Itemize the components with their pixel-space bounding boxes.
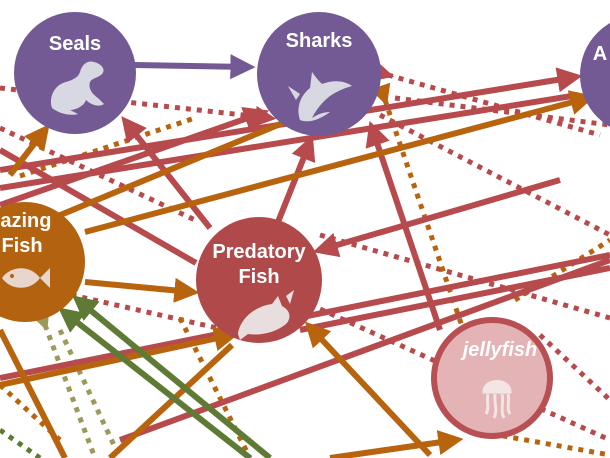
predatory-fish-label-line1: Predatory	[212, 241, 306, 263]
arrow-green	[72, 295, 272, 458]
node-jellyfish[interactable]: jellyfish	[431, 317, 553, 439]
arrow-red	[0, 147, 198, 266]
predatory-fish-circle	[196, 217, 322, 343]
solid-links	[0, 54, 610, 458]
arrow-red	[299, 265, 610, 333]
node-predatory-fish[interactable]: Predatory Fish	[196, 217, 322, 343]
seals-circle	[14, 12, 136, 134]
node-sharks[interactable]: Sharks	[257, 12, 381, 136]
arrow-seals-to-sharks	[134, 54, 256, 80]
arrow-red	[118, 257, 610, 443]
arrow-orange	[329, 430, 464, 458]
node-grazing-fish[interactable]: razing Fish	[0, 202, 85, 322]
dotted-link	[370, 60, 601, 138]
seal-icon	[50, 61, 104, 115]
arrow-orange	[107, 342, 235, 458]
dotted-link	[29, 307, 98, 458]
arrow-orange	[0, 326, 240, 388]
sharks-circle	[257, 12, 381, 136]
sharks-label: Sharks	[286, 30, 353, 52]
arrow-orange	[0, 328, 68, 458]
jellyfish-circle	[431, 317, 553, 439]
arrow-red	[0, 106, 270, 208]
arrow-red	[275, 134, 316, 224]
arrow-orange	[84, 90, 596, 235]
arrow-red	[0, 92, 579, 191]
jellyfish-label: jellyfish	[460, 339, 537, 361]
shark-icon	[288, 72, 352, 122]
dotted-link	[538, 333, 610, 402]
seals-label: Seals	[49, 33, 101, 55]
grazing-fish-circle	[0, 202, 85, 322]
arrow-red	[312, 177, 561, 258]
arrow-green	[58, 307, 252, 458]
dotted-link	[57, 328, 123, 458]
dotted-link	[513, 237, 610, 303]
node-partial-right[interactable]: A	[580, 15, 610, 135]
jellyfish-icon	[482, 380, 512, 419]
grazing-fish-label-line2: Fish	[1, 235, 42, 257]
arrow-orange	[84, 277, 200, 303]
fish-icon	[2, 268, 50, 288]
dotted-link	[19, 115, 196, 179]
dotted-link	[298, 297, 610, 443]
dotted-link	[378, 112, 610, 238]
arrow-red	[365, 120, 443, 331]
predatory-fish-icon	[238, 290, 294, 340]
node-seals[interactable]: Seals	[14, 12, 136, 134]
arrow-orange	[304, 321, 433, 458]
dotted-link	[0, 427, 42, 458]
grazing-fish-label-line1: razing	[0, 210, 51, 232]
partial-right-circle	[580, 23, 610, 127]
arrow-red	[121, 116, 213, 230]
predatory-fish-label-line2: Fish	[238, 266, 279, 288]
partial-right-label: A	[593, 43, 607, 65]
arrow-orange	[7, 124, 50, 177]
